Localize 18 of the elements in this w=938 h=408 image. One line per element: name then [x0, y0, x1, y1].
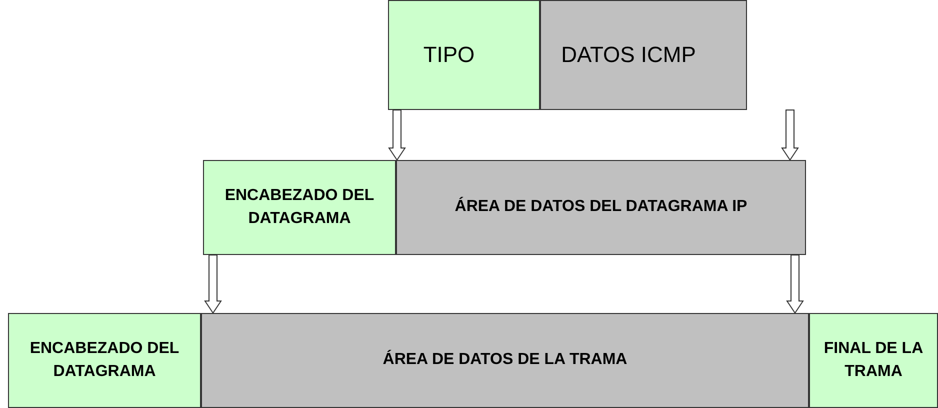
header-field-box: [388, 0, 540, 110]
data-field-box: [540, 0, 747, 110]
header-field-box: [203, 160, 396, 255]
field-label: ENCABEZADO DEL DATAGRAMA: [28, 339, 180, 382]
field-label: TIPO: [423, 42, 475, 68]
hollow-arrow: [786, 254, 804, 314]
field-label: DATOS ICMP: [561, 42, 696, 68]
hollow-arrow: [781, 110, 799, 161]
hollow-arrow: [388, 110, 406, 161]
field-label: ENCABEZADO DEL DATAGRAMA: [224, 186, 376, 228]
field-label: ÁREA DE DATOS DE LA TRAMA: [382, 349, 628, 370]
data-field-box: [201, 313, 809, 408]
header-field-box: [8, 313, 201, 408]
trailer-field-box: [809, 313, 938, 408]
hollow-arrow: [204, 254, 222, 314]
field-label: FINAL DE LA TRAMA: [822, 339, 924, 382]
data-field-box: [396, 160, 806, 255]
field-label: ÁREA DE DATOS DEL DATAGRAMA IP: [454, 196, 748, 218]
